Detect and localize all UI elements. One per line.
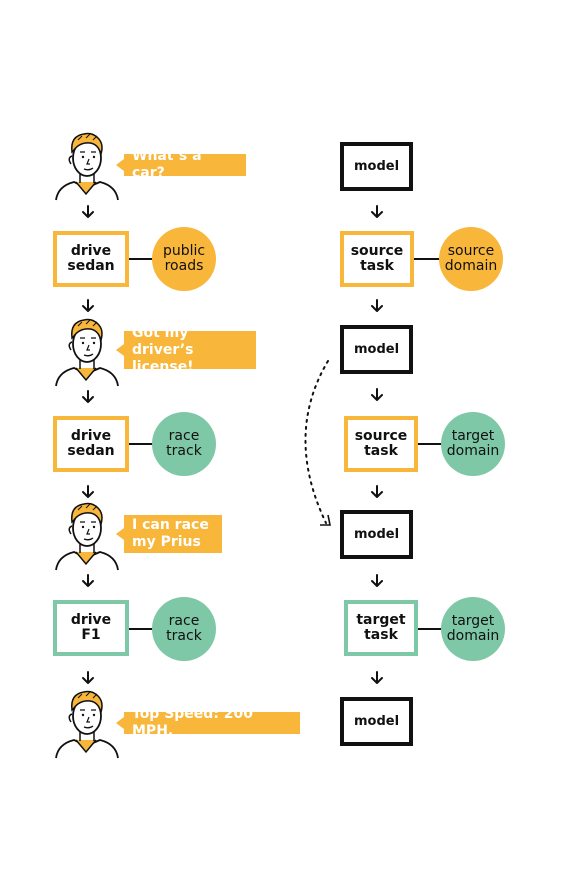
task-box-drive-sedan-2: drive sedan bbox=[53, 416, 129, 472]
domain-circle-race-track-2: race track bbox=[152, 597, 216, 661]
connector-line bbox=[129, 258, 153, 260]
domain-circle-public-roads: public roads bbox=[152, 227, 216, 291]
model-label: model bbox=[353, 342, 400, 357]
speech-bubble-4: Top Speed: 200 MPH. bbox=[116, 706, 300, 739]
person-icon bbox=[52, 130, 122, 202]
connector-line bbox=[129, 443, 153, 445]
down-arrow-icon bbox=[81, 390, 95, 404]
down-arrow-icon bbox=[370, 485, 384, 499]
down-arrow-icon bbox=[81, 205, 95, 219]
domain-label: race track bbox=[166, 613, 202, 644]
down-arrow-icon bbox=[370, 574, 384, 588]
domain-label: race track bbox=[166, 428, 202, 459]
speech-bubble-text: What’s a car? bbox=[132, 148, 202, 181]
speech-bubble-text: I can race my Prius bbox=[132, 517, 209, 550]
down-arrow-icon bbox=[81, 299, 95, 313]
task-label: drive F1 bbox=[70, 612, 112, 643]
person-icon bbox=[52, 500, 122, 572]
person-icon bbox=[52, 688, 122, 760]
connector-line bbox=[414, 258, 440, 260]
task-label: drive sedan bbox=[67, 428, 115, 459]
dotted-curved-arrow-icon bbox=[304, 360, 331, 526]
task-box-target-task: target task bbox=[344, 600, 418, 656]
task-box-source-task-1: source task bbox=[340, 231, 414, 287]
model-box-1: model bbox=[340, 142, 413, 191]
down-arrow-icon bbox=[370, 388, 384, 402]
speech-bubble-3: I can race my Prius bbox=[116, 515, 222, 553]
domain-circle-target-domain-2: target domain bbox=[441, 597, 505, 661]
task-box-source-task-2: source task bbox=[344, 416, 418, 472]
person-icon bbox=[52, 316, 122, 388]
down-arrow-icon bbox=[81, 574, 95, 588]
speech-bubble-text: Top Speed: 200 MPH. bbox=[132, 706, 254, 739]
task-label: drive sedan bbox=[67, 243, 115, 274]
task-label: target task bbox=[356, 612, 406, 643]
speech-bubble-1: What’s a car? bbox=[116, 148, 246, 181]
model-box-4: model bbox=[340, 697, 413, 746]
down-arrow-icon bbox=[370, 299, 384, 313]
model-label: model bbox=[353, 714, 400, 729]
model-box-3: model bbox=[340, 510, 413, 559]
connector-line bbox=[418, 443, 442, 445]
down-arrow-icon bbox=[370, 205, 384, 219]
domain-circle-source-domain: source domain bbox=[439, 227, 503, 291]
down-arrow-icon bbox=[370, 671, 384, 685]
task-label: source task bbox=[350, 243, 404, 274]
task-box-drive-sedan-1: drive sedan bbox=[53, 231, 129, 287]
domain-label: target domain bbox=[446, 428, 500, 459]
domain-circle-race-track-1: race track bbox=[152, 412, 216, 476]
domain-circle-target-domain-1: target domain bbox=[441, 412, 505, 476]
model-box-2: model bbox=[340, 325, 413, 374]
down-arrow-icon bbox=[81, 485, 95, 499]
domain-label: target domain bbox=[446, 613, 500, 644]
task-label: source task bbox=[354, 428, 408, 459]
task-box-drive-f1: drive F1 bbox=[53, 600, 129, 656]
speech-bubble-text: Got my driver’s license! bbox=[132, 324, 194, 375]
model-label: model bbox=[353, 159, 400, 174]
domain-label: source domain bbox=[444, 243, 498, 274]
connector-line bbox=[129, 628, 153, 630]
down-arrow-icon bbox=[81, 671, 95, 685]
speech-bubble-2: Got my driver’s license! bbox=[116, 325, 256, 375]
model-label: model bbox=[353, 527, 400, 542]
domain-label: public roads bbox=[162, 243, 206, 274]
connector-line bbox=[418, 628, 442, 630]
